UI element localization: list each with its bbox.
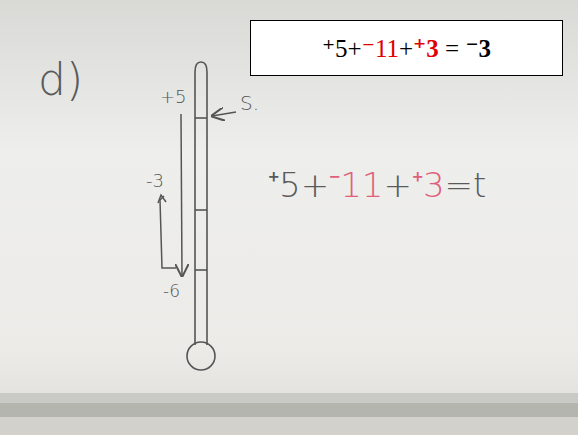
equation-term: ⁻11 xyxy=(362,36,399,61)
rise-arrow xyxy=(160,196,176,268)
equation-term: ⁻11 xyxy=(329,168,383,202)
equation-term: ⁺3 xyxy=(413,36,439,61)
equation-term: = xyxy=(445,168,474,202)
handwritten-equation: ⁺5+⁻11+⁺3=t xyxy=(268,168,486,202)
equation-box: ⁺5+⁻11+⁺3 = ⁻3 xyxy=(250,20,563,76)
board-tray xyxy=(0,393,578,403)
equation-term: + xyxy=(383,168,412,202)
pointer-arrow xyxy=(212,112,236,116)
board-tray xyxy=(0,403,578,417)
scale-value: -6 xyxy=(163,283,180,300)
equation-term: + xyxy=(399,36,413,61)
part-label: d) xyxy=(38,58,83,102)
tick-mark xyxy=(195,269,207,271)
thermometer-tube xyxy=(195,62,207,345)
start-label: S. xyxy=(240,93,259,113)
thermometer-bulb xyxy=(187,342,215,370)
equation-term: ⁻3 xyxy=(465,36,491,61)
tick-mark xyxy=(195,117,207,119)
equation-term: t xyxy=(473,168,486,202)
tick-mark xyxy=(195,209,207,211)
scale-value: +5 xyxy=(160,88,187,106)
equation-term: = xyxy=(439,36,466,61)
equation-term: ⁺3 xyxy=(412,168,445,202)
board-floor xyxy=(0,417,578,435)
equation-term: ⁺5+ xyxy=(268,168,329,202)
equation-term: ⁺5+ xyxy=(322,36,362,61)
rise-arrowhead xyxy=(158,195,166,203)
scale-value: -3 xyxy=(146,172,164,190)
drop-arrow xyxy=(181,114,182,276)
